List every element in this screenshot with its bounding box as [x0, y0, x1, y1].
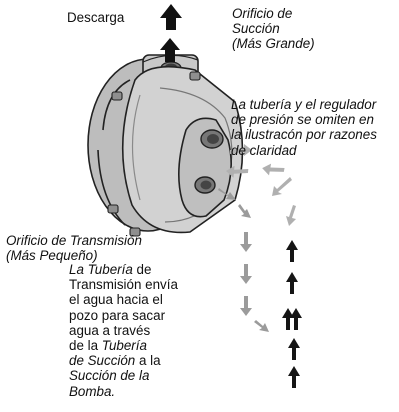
- descarga-label: Descarga: [67, 10, 125, 25]
- nota-tuberia-label: La tubería y el regulador de presión se …: [231, 97, 377, 158]
- descripcion-text: La Tubería de Transmisión envía el agua …: [69, 262, 178, 399]
- discharge-arrow-icon: [160, 4, 182, 62]
- suction-flow-arrows: [226, 144, 302, 388]
- orificio-succion-label: Orificio de Succión (Más Grande): [232, 6, 315, 52]
- orificio-transmision-label: Orificio de Transmisión (Más Pequeño): [6, 233, 142, 264]
- drive-flow-arrows: [218, 188, 269, 332]
- pump-body: [87, 54, 244, 237]
